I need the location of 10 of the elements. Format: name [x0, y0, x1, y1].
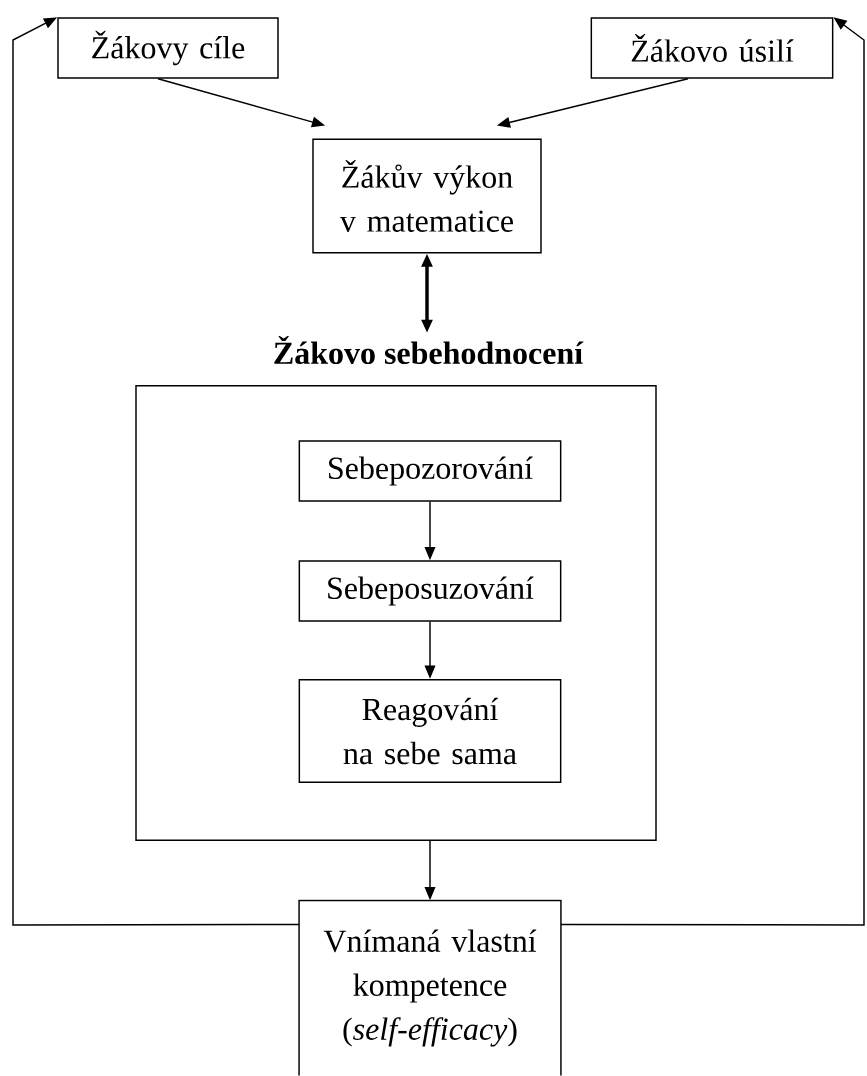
arrow: [560, 17, 865, 926]
process-box: Žákovy cíle: [57, 17, 279, 79]
process-box: Sebepozorování: [298, 440, 562, 502]
node-label: Žákovo sebehodnocení: [274, 335, 584, 365]
process-box: Vnímaná vlastní kompetence (self-efficacy): [298, 899, 562, 1076]
process-box: Reagování na sebe sama: [298, 678, 562, 784]
process-box: Žákovo úsilí: [590, 17, 834, 79]
process-box: Sebeposuzování: [298, 560, 562, 622]
process-box: Žákův výkon v matematice: [312, 138, 542, 254]
arrow: [12, 17, 300, 926]
